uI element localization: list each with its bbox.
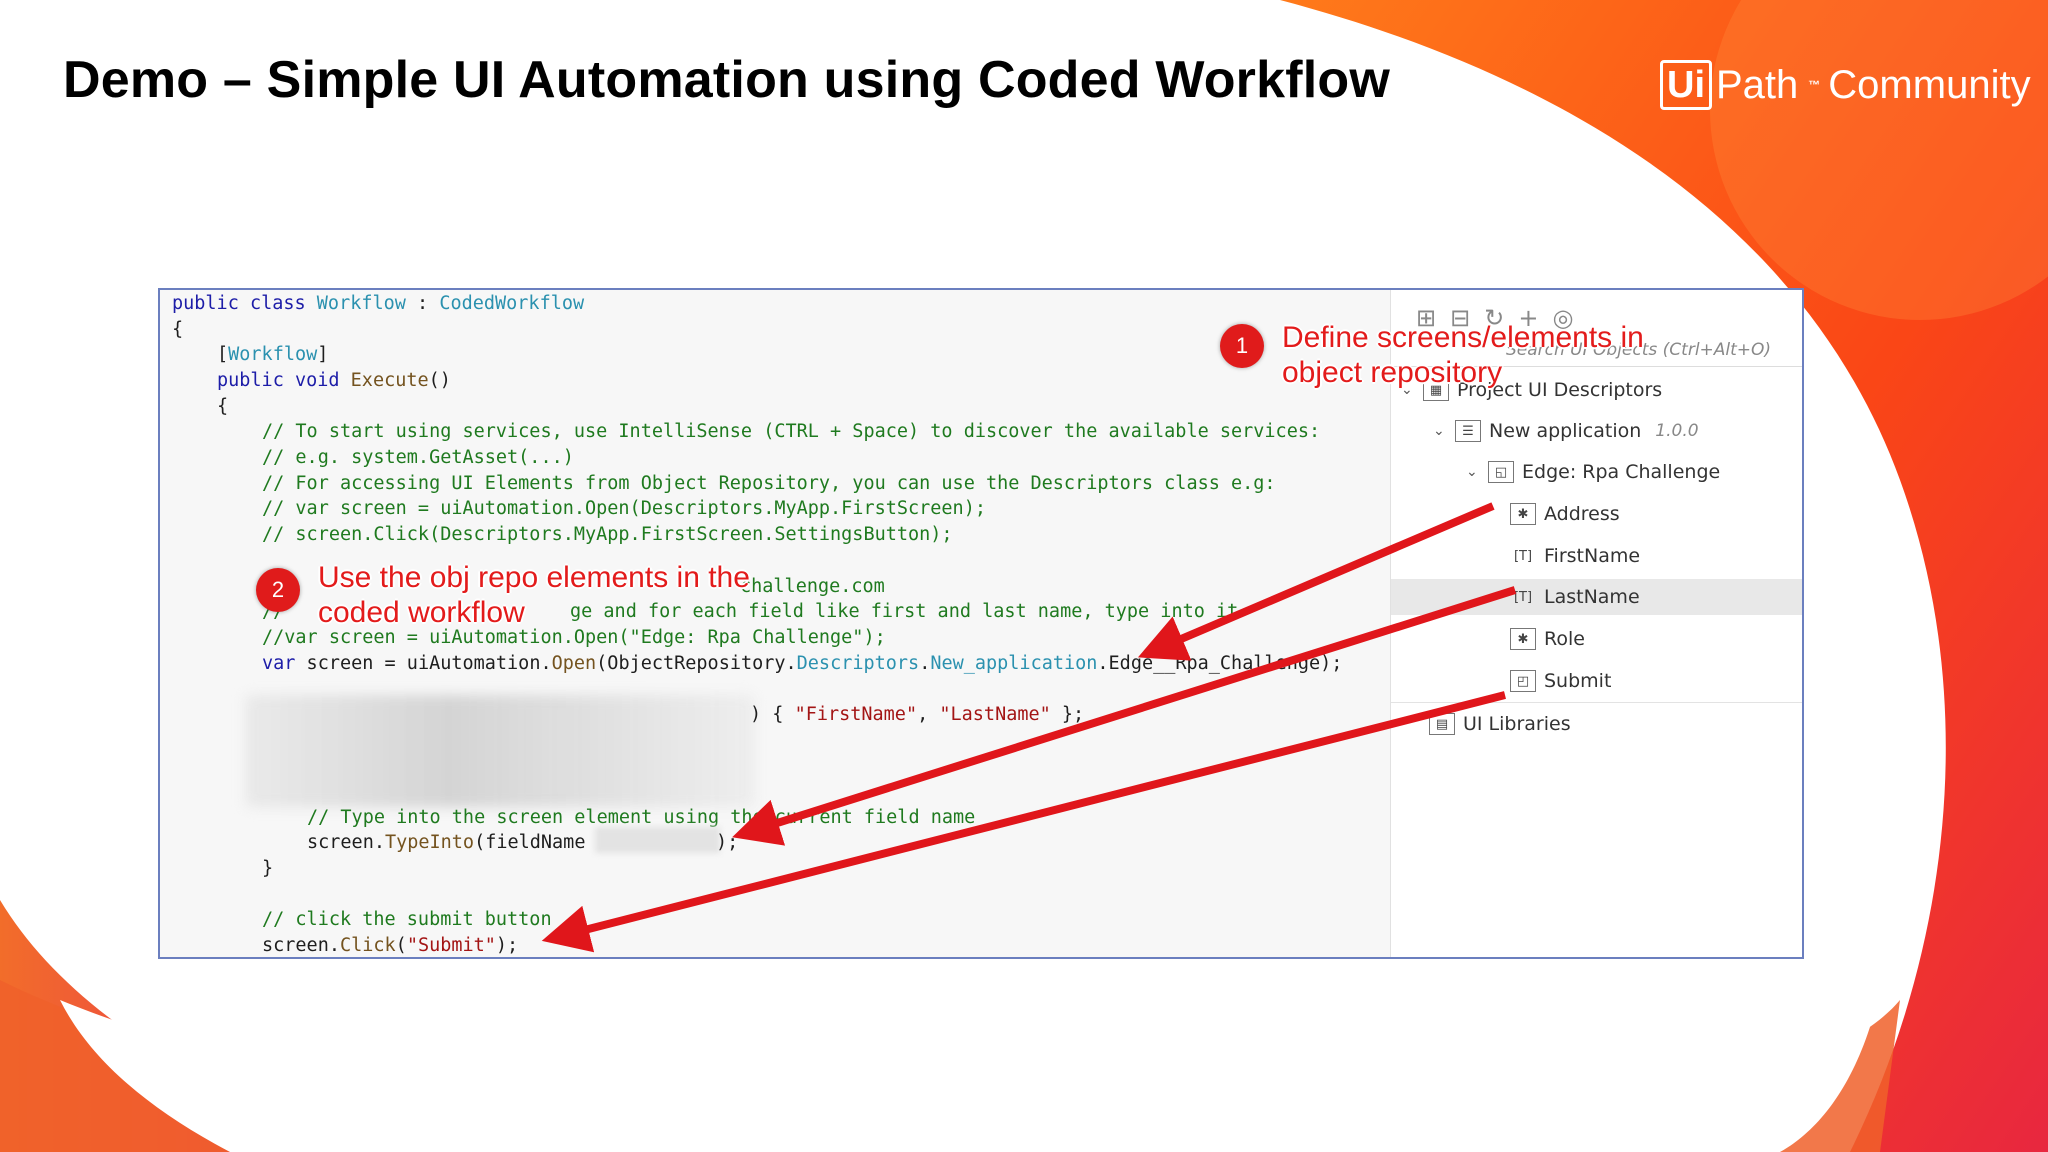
code-line: screen.TypeInto(fieldName — [307, 832, 586, 853]
element-icon: ✱ — [1510, 503, 1536, 525]
tree-item-firstname[interactable]: [T] FirstName — [1510, 538, 1640, 574]
chevron-down-icon[interactable]: ⌄ — [1433, 423, 1445, 439]
annotation-badge: 1 — [1220, 324, 1264, 368]
tree-item-project-ui-descriptors[interactable]: ⌄ ▦ Project UI Descriptors — [1401, 372, 1662, 408]
tree-item-role[interactable]: ✱ Role — [1510, 621, 1585, 657]
code-line: ) { "FirstName", "LastName" }; — [750, 704, 1085, 725]
text-element-icon: [T] — [1510, 545, 1536, 567]
screen-icon: ◱ — [1488, 461, 1514, 483]
chevron-down-icon[interactable]: ⌄ — [1466, 464, 1478, 480]
refresh-icon[interactable]: ↻ — [1484, 304, 1505, 332]
tree-item-label: LastName — [1544, 586, 1640, 608]
libraries-icon: ▤ — [1429, 713, 1455, 735]
blurred-code-region — [245, 695, 755, 807]
logo-path-text: Path — [1716, 62, 1799, 107]
application-icon: ☰ — [1455, 420, 1481, 442]
panel-toolbar: ⊞ ⊟ ↻ + ◎ — [1416, 304, 1573, 332]
project-icon: ▦ — [1423, 379, 1449, 401]
uipath-community-logo: Ui Path ™ Community — [1660, 60, 2031, 110]
chevron-down-icon[interactable]: ⌄ — [1401, 382, 1413, 398]
tree-item-label: Edge: Rpa Challenge — [1522, 461, 1721, 483]
code-line: public class Workflow : CodedWorkflow — [172, 293, 585, 314]
tree-item-edge-rpa-challenge[interactable]: ⌄ ◱ Edge: Rpa Challenge — [1466, 454, 1720, 490]
tree-item-label: Submit — [1544, 670, 1612, 692]
code-comment: challenge.com — [740, 576, 885, 597]
add-screen-icon[interactable]: ⊞ — [1416, 304, 1437, 332]
tree-item-ui-libraries[interactable]: ▤ UI Libraries — [1429, 706, 1571, 742]
annotation-text-line1: Use the obj repo elements in the — [318, 561, 750, 594]
code-line: { — [217, 396, 229, 417]
annotation-text-line2: object repository — [1282, 356, 1503, 389]
panel-divider — [1391, 702, 1802, 703]
tree-item-label: Role — [1544, 628, 1585, 650]
tree-item-label: New application — [1489, 420, 1642, 442]
code-comment: // click the submit button — [262, 909, 552, 930]
blurred-code-fragment — [595, 827, 720, 853]
capture-icon[interactable]: ◎ — [1552, 304, 1574, 332]
code-line: screen.Click("Submit"); — [262, 935, 519, 956]
tree-item-label: FirstName — [1544, 545, 1641, 567]
version-label: 1.0.0 — [1655, 421, 1699, 441]
tree-item-submit[interactable]: ◰ Submit — [1510, 663, 1611, 699]
bg-shape-bottom-white — [60, 990, 1880, 1152]
element-icon: ✱ — [1510, 628, 1536, 650]
code-line: } — [262, 858, 274, 879]
slide-title: Demo – Simple UI Automation using Coded … — [63, 51, 1390, 109]
annotation-text-line2: coded workflow — [318, 596, 525, 629]
tree-item-new-application[interactable]: ⌄ ☰ New application 1.0.0 — [1433, 413, 1699, 449]
button-element-icon: ◰ — [1510, 670, 1536, 692]
text-element-icon: [T] — [1513, 589, 1533, 605]
bg-circle-accent — [1710, 0, 2048, 320]
add-icon[interactable]: + — [1518, 304, 1539, 332]
code-line: ); — [716, 832, 739, 853]
code-comment: // To start using services, use IntelliS… — [262, 421, 1321, 442]
tree-item-label: Project UI Descriptors — [1457, 379, 1663, 401]
tree-item-address[interactable]: ✱ Address — [1510, 496, 1620, 532]
code-comment: ge and for each field like first and las… — [570, 601, 1239, 622]
annotation-badge: 2 — [256, 568, 300, 612]
object-repository-panel: ⊞ ⊟ ↻ + ◎ Search UI Objects (Ctrl+Alt+O)… — [1390, 290, 1802, 957]
search-ui-objects[interactable]: Search UI Objects (Ctrl+Alt+O) — [1391, 334, 1802, 367]
tree-item-label: UI Libraries — [1463, 713, 1571, 735]
code-comment: // e.g. system.GetAsset(...) — [262, 447, 574, 468]
logo-trademark: ™ — [1808, 78, 1821, 92]
add-element-icon[interactable]: ⊟ — [1450, 304, 1471, 332]
tree-item-label: Address — [1544, 503, 1620, 525]
code-line: { — [172, 319, 184, 340]
code-line: public void Execute() — [217, 370, 451, 391]
code-comment: // var screen = uiAutomation.Open(Descri… — [262, 498, 986, 519]
logo-community-text: Community — [1828, 62, 2031, 107]
search-placeholder: Search UI Objects (Ctrl+Alt+O) — [1506, 340, 1772, 360]
code-comment: // screen.Click(Descriptors.MyApp.FirstS… — [262, 524, 953, 545]
code-line: [Workflow] — [217, 344, 329, 365]
bg-shape-top-right — [1280, 0, 2048, 1152]
code-line: var screen = uiAutomation.Open(ObjectRep… — [262, 653, 1343, 674]
tree-item-lastname[interactable]: [T] LastName — [1391, 579, 1802, 615]
code-comment: // For accessing UI Elements from Object… — [262, 473, 1276, 494]
annotation-text-line1: Define screens/elements in — [1282, 321, 1644, 354]
logo-ui-mark: Ui — [1660, 60, 1712, 110]
